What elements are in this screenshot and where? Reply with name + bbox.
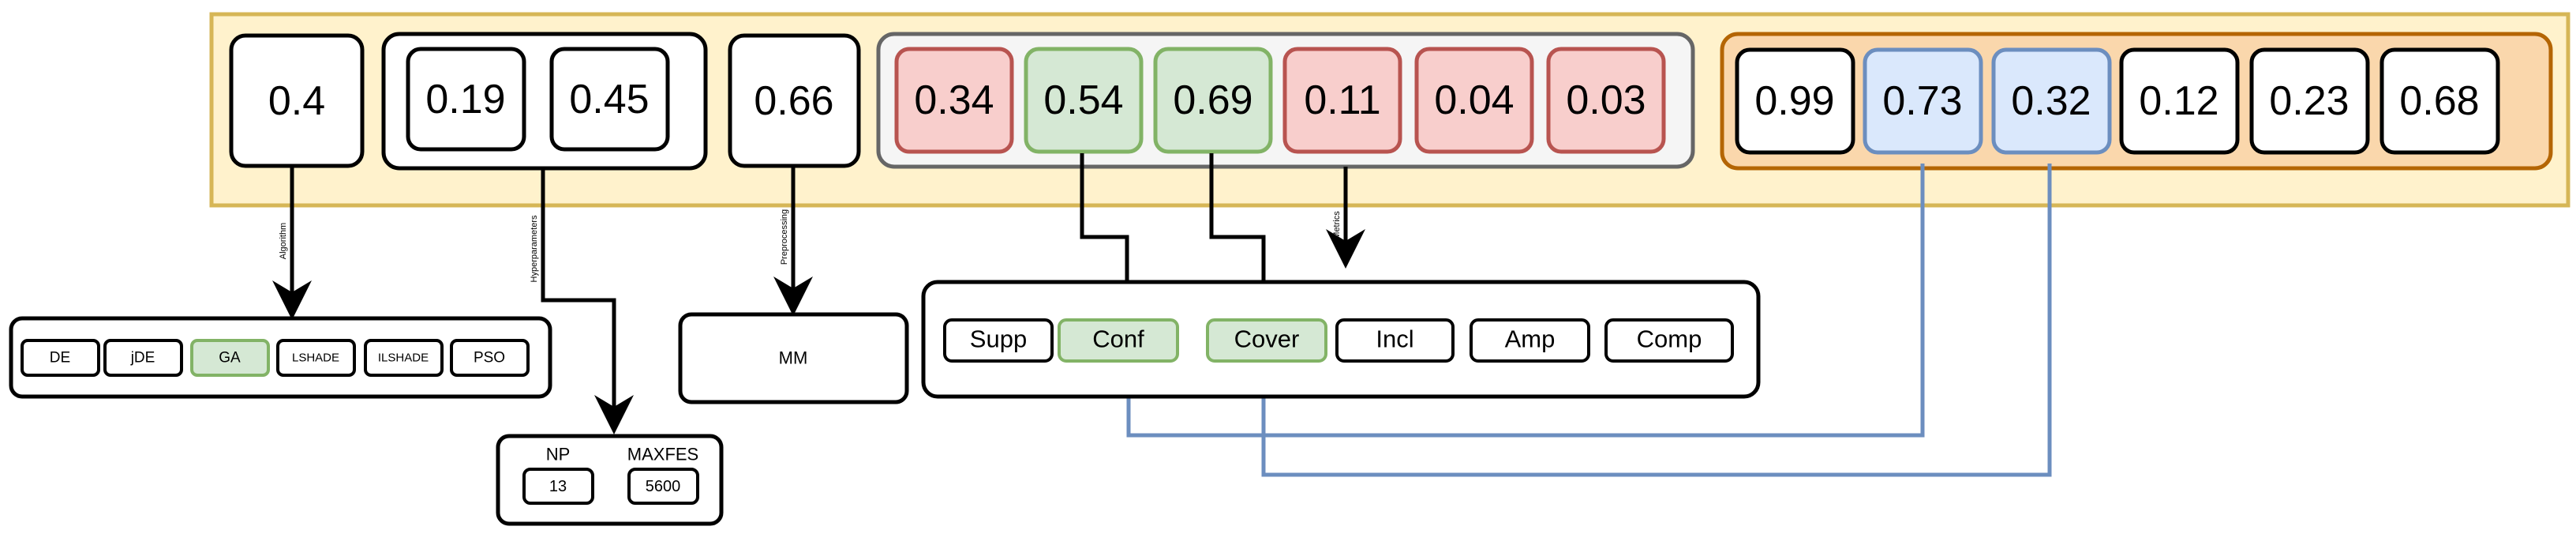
algorithm-option-label: DE: [50, 350, 70, 367]
hyperparameter-gene-2-value: 0.45: [569, 77, 649, 122]
metric-gene-3: 0.69: [1153, 47, 1273, 154]
preprocessing-method-label: MM: [779, 348, 808, 368]
algorithm-option-ilshade: ILSHADE: [364, 339, 444, 377]
np-label: NP: [546, 445, 571, 464]
preprocessing-gene-value: 0.66: [754, 78, 833, 124]
cover-connector: [1209, 153, 1283, 328]
algorithm-option-label: PSO: [474, 350, 505, 367]
metrics-list: Supp Conf Cover Incl Amp Comp: [943, 318, 1734, 363]
hyperparameter-gene-1-value: 0.19: [425, 77, 505, 122]
preprocessing-gene: 0.66: [728, 33, 861, 168]
metric-option-conf: Conf: [1058, 318, 1179, 363]
connector-lines: [272, 153, 1365, 434]
algorithm-gene-value: 0.4: [268, 78, 325, 124]
cover-weight-connector: [1244, 164, 2052, 477]
weight-gene-value: 0.12: [2139, 78, 2218, 124]
metric-option-label: Supp: [970, 325, 1027, 353]
algorithm-gene: 0.4: [229, 33, 365, 168]
hyperparameter-genes: 0.19 0.45: [381, 32, 708, 171]
metric-gene-2: 0.54: [1024, 47, 1144, 154]
algorithm-option-ga: GA: [190, 339, 270, 377]
algorithm-option-label: jDE: [130, 350, 155, 367]
metrics-connector-label: Metrics: [1332, 211, 1342, 239]
metric-gene-4: 0.11: [1282, 47, 1402, 154]
hyperparameters-connector: [541, 168, 634, 434]
metric-gene-value: 0.03: [1566, 77, 1646, 123]
hyperparameters-panel: NP 13 MAXFES 5600: [496, 434, 724, 526]
maxfes-label: MAXFES: [627, 445, 698, 464]
weight-gene-1: 0.99: [1735, 47, 1855, 155]
metric-gene-value: 0.34: [914, 77, 994, 123]
preprocessing-connector-label: Preprocessing: [780, 209, 789, 265]
maxfes-value: 5600: [646, 478, 681, 495]
algorithm-option-de: DE: [21, 339, 100, 377]
preprocessing-panel: MM: [678, 312, 909, 404]
algorithm-option-label: GA: [219, 350, 241, 367]
metric-option-comp: Comp: [1604, 318, 1734, 363]
weight-gene-value: 0.23: [2269, 78, 2349, 124]
metric-option-cover: Cover: [1206, 318, 1327, 363]
hyperparameters-connector-label: Hyperparameters: [530, 215, 539, 282]
algorithm-option-jde: jDE: [103, 339, 183, 377]
weight-gene-value: 0.73: [1882, 78, 1962, 124]
conf-weight-connector: [1109, 164, 1925, 438]
weight-gene-cells: 0.99 0.73 0.32 0.12 0.23 0.68: [1735, 47, 2500, 155]
metric-gene-value: 0.69: [1173, 77, 1252, 123]
weight-gene-value: 0.68: [2399, 78, 2479, 124]
metric-gene-value: 0.11: [1304, 77, 1380, 123]
weight-gene-value: 0.99: [1754, 78, 1834, 124]
weight-gene-6: 0.68: [2379, 47, 2500, 155]
metrics-gene-cells: 0.34 0.54 0.69 0.11 0.04 0.03: [894, 47, 1666, 154]
algorithm-option-label: LSHADE: [292, 352, 339, 365]
weight-gene-5: 0.23: [2249, 47, 2370, 155]
metric-option-label: Incl: [1376, 325, 1413, 353]
metric-option-supp: Supp: [943, 318, 1054, 363]
metric-option-label: Conf: [1092, 325, 1144, 353]
metric-option-amp: Amp: [1470, 318, 1590, 363]
metric-gene-value: 0.54: [1043, 77, 1123, 123]
np-value: 13: [549, 478, 567, 495]
metric-gene-6: 0.03: [1546, 47, 1666, 154]
metric-gene-value: 0.04: [1434, 77, 1514, 123]
algorithms-list: DE jDE GA LSHADE ILSHADE PSO: [21, 339, 530, 377]
algorithm-connector-label: Algorithm: [279, 223, 288, 259]
metric-option-label: Cover: [1234, 325, 1300, 353]
weight-gene-4: 0.12: [2119, 47, 2240, 155]
conf-connector: [1080, 153, 1147, 328]
algorithm-option-lshade: LSHADE: [276, 339, 356, 377]
metric-option-incl: Incl: [1335, 318, 1455, 363]
weight-connector-lines: [1109, 164, 2052, 477]
weight-gene-2: 0.73: [1863, 47, 1983, 155]
weight-gene-value: 0.32: [2011, 78, 2091, 124]
metric-option-label: Comp: [1637, 325, 1702, 353]
algorithm-option-label: ILSHADE: [378, 352, 429, 365]
metric-gene-1: 0.34: [894, 47, 1014, 154]
weight-gene-3: 0.32: [1991, 47, 2112, 155]
metric-option-label: Amp: [1505, 325, 1556, 353]
algorithm-option-pso: PSO: [450, 339, 530, 377]
metric-gene-5: 0.04: [1414, 47, 1534, 154]
